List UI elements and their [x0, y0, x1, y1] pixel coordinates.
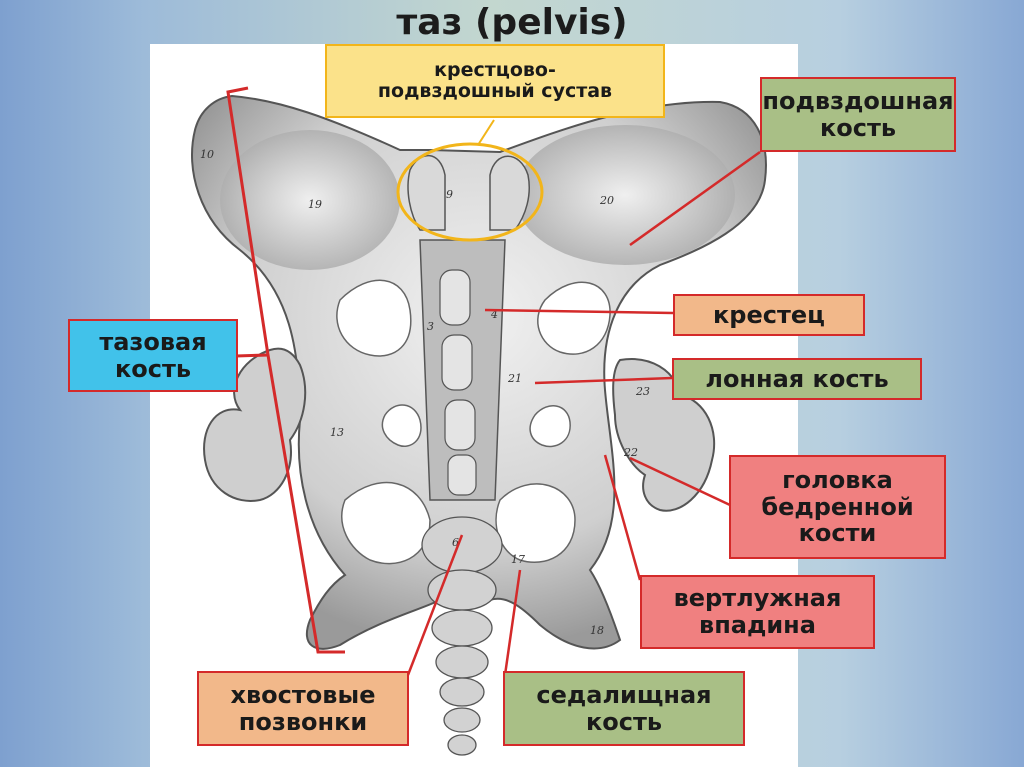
- sacroiliac-pointer: [478, 120, 494, 145]
- bone-number-3: 3: [427, 320, 434, 333]
- bone-number-13: 13: [330, 426, 344, 439]
- label-acetabulum: вертлужная впадина: [640, 575, 875, 649]
- coccygeal-chain: [422, 517, 502, 755]
- label-sacroiliac-joint: крестцово- подвздошный сустав: [325, 44, 665, 118]
- label-ilium: подвздошная кость: [760, 77, 956, 152]
- label-sacrum: крестец: [673, 294, 865, 336]
- bone-number-21: 21: [507, 372, 522, 385]
- label-pubis: лонная кость: [672, 358, 922, 400]
- right-big-notch: [496, 484, 575, 562]
- bone-number-23: 23: [635, 385, 650, 398]
- label-pelvic-bone: тазовая кость: [68, 319, 238, 392]
- left-sacroiliac-bulge: [408, 156, 445, 230]
- bone-number-9: 9: [446, 188, 453, 201]
- bone-number-20: 20: [599, 194, 614, 207]
- label-femoral-head: головка бедренной кости: [729, 455, 946, 559]
- label-coccygeal-vertebrae: хвостовые позвонки: [197, 671, 409, 746]
- bone-number-18: 18: [590, 624, 604, 637]
- bone-number-19: 19: [308, 198, 322, 211]
- bone-number-10: 10: [200, 148, 214, 161]
- pelvic-bone-pointer: [236, 355, 268, 356]
- label-ischium: седалищная кость: [503, 671, 745, 746]
- bone-number-17: 17: [511, 553, 525, 566]
